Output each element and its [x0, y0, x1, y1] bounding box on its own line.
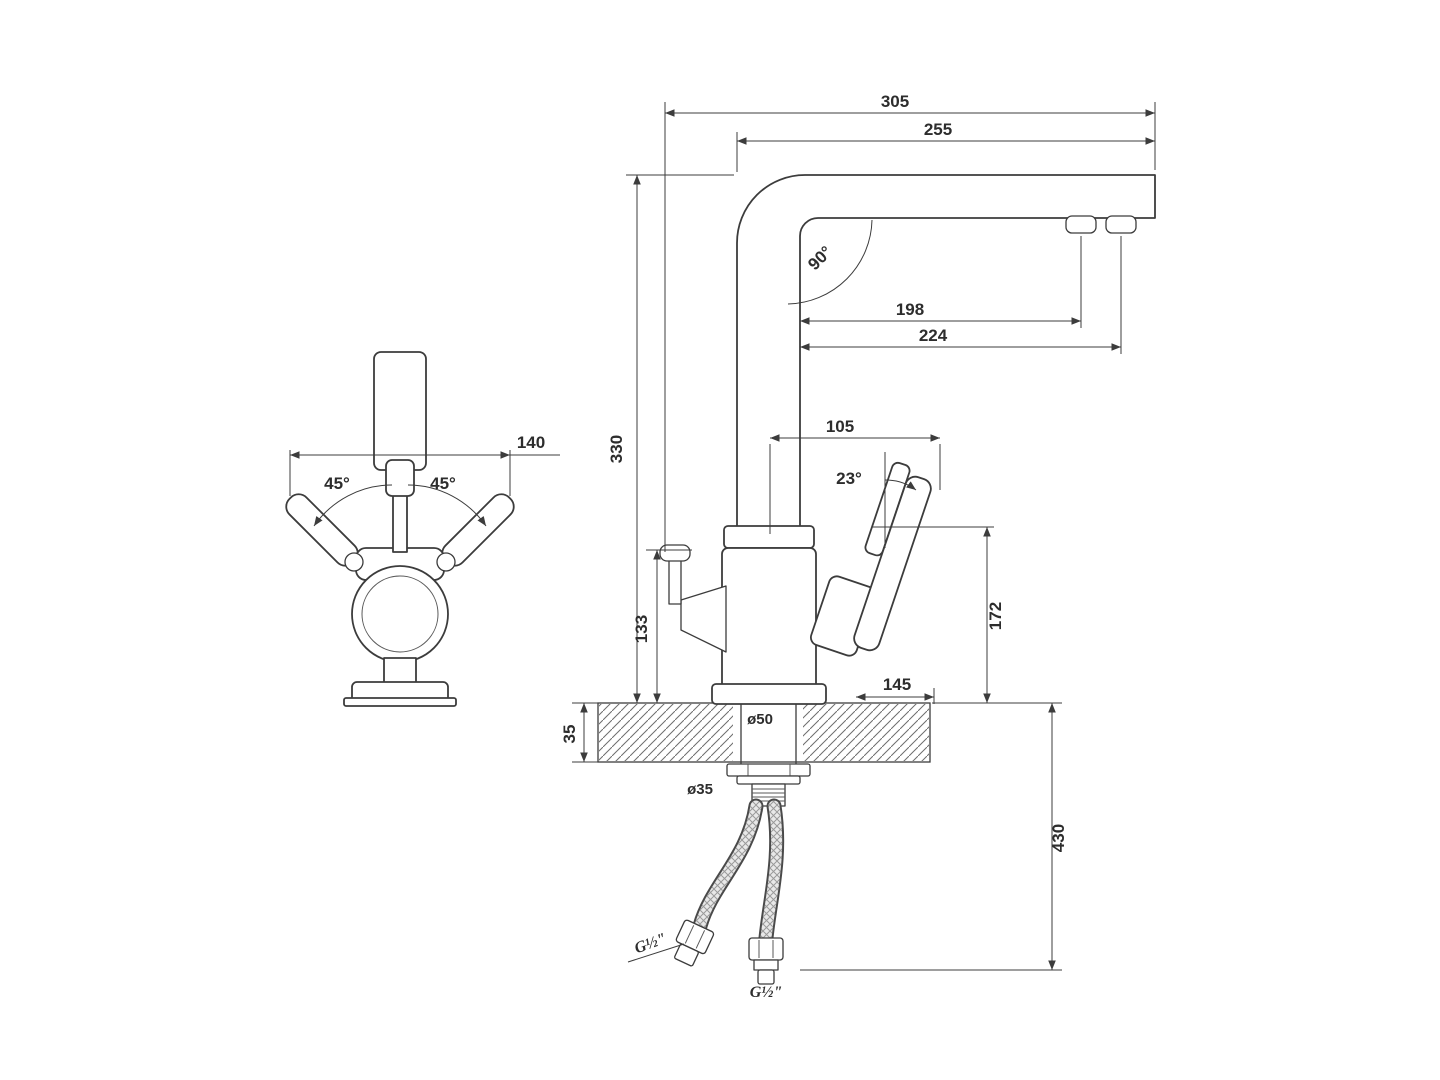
dim-spout-reach-label: 255	[924, 120, 952, 139]
side-spout-tube	[736, 174, 1156, 533]
dim-deck-thickness-label: 35	[560, 725, 579, 744]
side-view: ø50 ø35	[560, 92, 1156, 1001]
countertop-hatch-right	[803, 704, 929, 761]
lock-nut	[726, 763, 811, 777]
dim-base-offset-label: 145	[883, 675, 911, 694]
left-lever-stem	[668, 558, 682, 605]
front-body-circle-inner	[361, 575, 439, 653]
countertop: ø50	[597, 683, 931, 764]
dim-handle-height-label: 172	[986, 602, 1005, 630]
dim-thread-right-label: G½"	[750, 984, 782, 1001]
dim-handle-reach-label: 105	[826, 417, 854, 436]
dim-base-diameter-label: ø50	[747, 711, 773, 728]
dim-handle-angle-label: 23°	[836, 469, 862, 488]
dim-outlet-aux-label: 198	[896, 300, 924, 319]
body-collar	[723, 525, 815, 549]
hose-fitting-right	[748, 937, 784, 985]
front-base-plate	[343, 697, 457, 707]
body-main	[721, 547, 817, 701]
countertop-hole	[734, 704, 802, 761]
aerator-aux	[1065, 215, 1097, 234]
front-handle-stem	[392, 493, 408, 553]
front-view: 140 45° 45°	[285, 351, 560, 707]
dim-hole-diameter-label: ø35	[687, 781, 713, 798]
countertop-hatch-left	[599, 704, 733, 761]
dim-spout-angle-label: 90°	[804, 242, 836, 274]
dim-thread-left-label: G½"	[632, 930, 668, 957]
dim-hose-length-label: 430	[1049, 824, 1068, 852]
dim-angle-right-label: 45°	[430, 474, 456, 493]
dim-body-height-label: 133	[632, 615, 651, 643]
front-joint-right	[436, 552, 456, 572]
front-joint-left	[344, 552, 364, 572]
dim-angle-left-label: 45°	[324, 474, 350, 493]
front-dimensions: 140 45° 45°	[289, 433, 560, 527]
supply-hoses: G½" G½"	[627, 798, 785, 1001]
dim-spout-height-label: 330	[607, 435, 626, 463]
right-handle-lever	[853, 475, 932, 652]
washer	[736, 775, 801, 785]
hose-fitting-left	[674, 919, 715, 967]
dim-overall-depth-label: 305	[881, 92, 909, 111]
aerator-main	[1105, 215, 1137, 234]
dim-outlet-main-label: 224	[919, 326, 948, 345]
front-spout-tube	[373, 351, 427, 471]
under-counter-mount: ø35	[687, 763, 811, 807]
dim-handle-span-label: 140	[517, 433, 545, 452]
base-plate	[711, 683, 827, 705]
front-body-circle	[351, 565, 449, 663]
left-lever-boss	[680, 585, 727, 653]
side-dimensions: 305 255 90° 198 224 330 133	[560, 92, 1156, 971]
front-handle-cap	[385, 459, 415, 497]
